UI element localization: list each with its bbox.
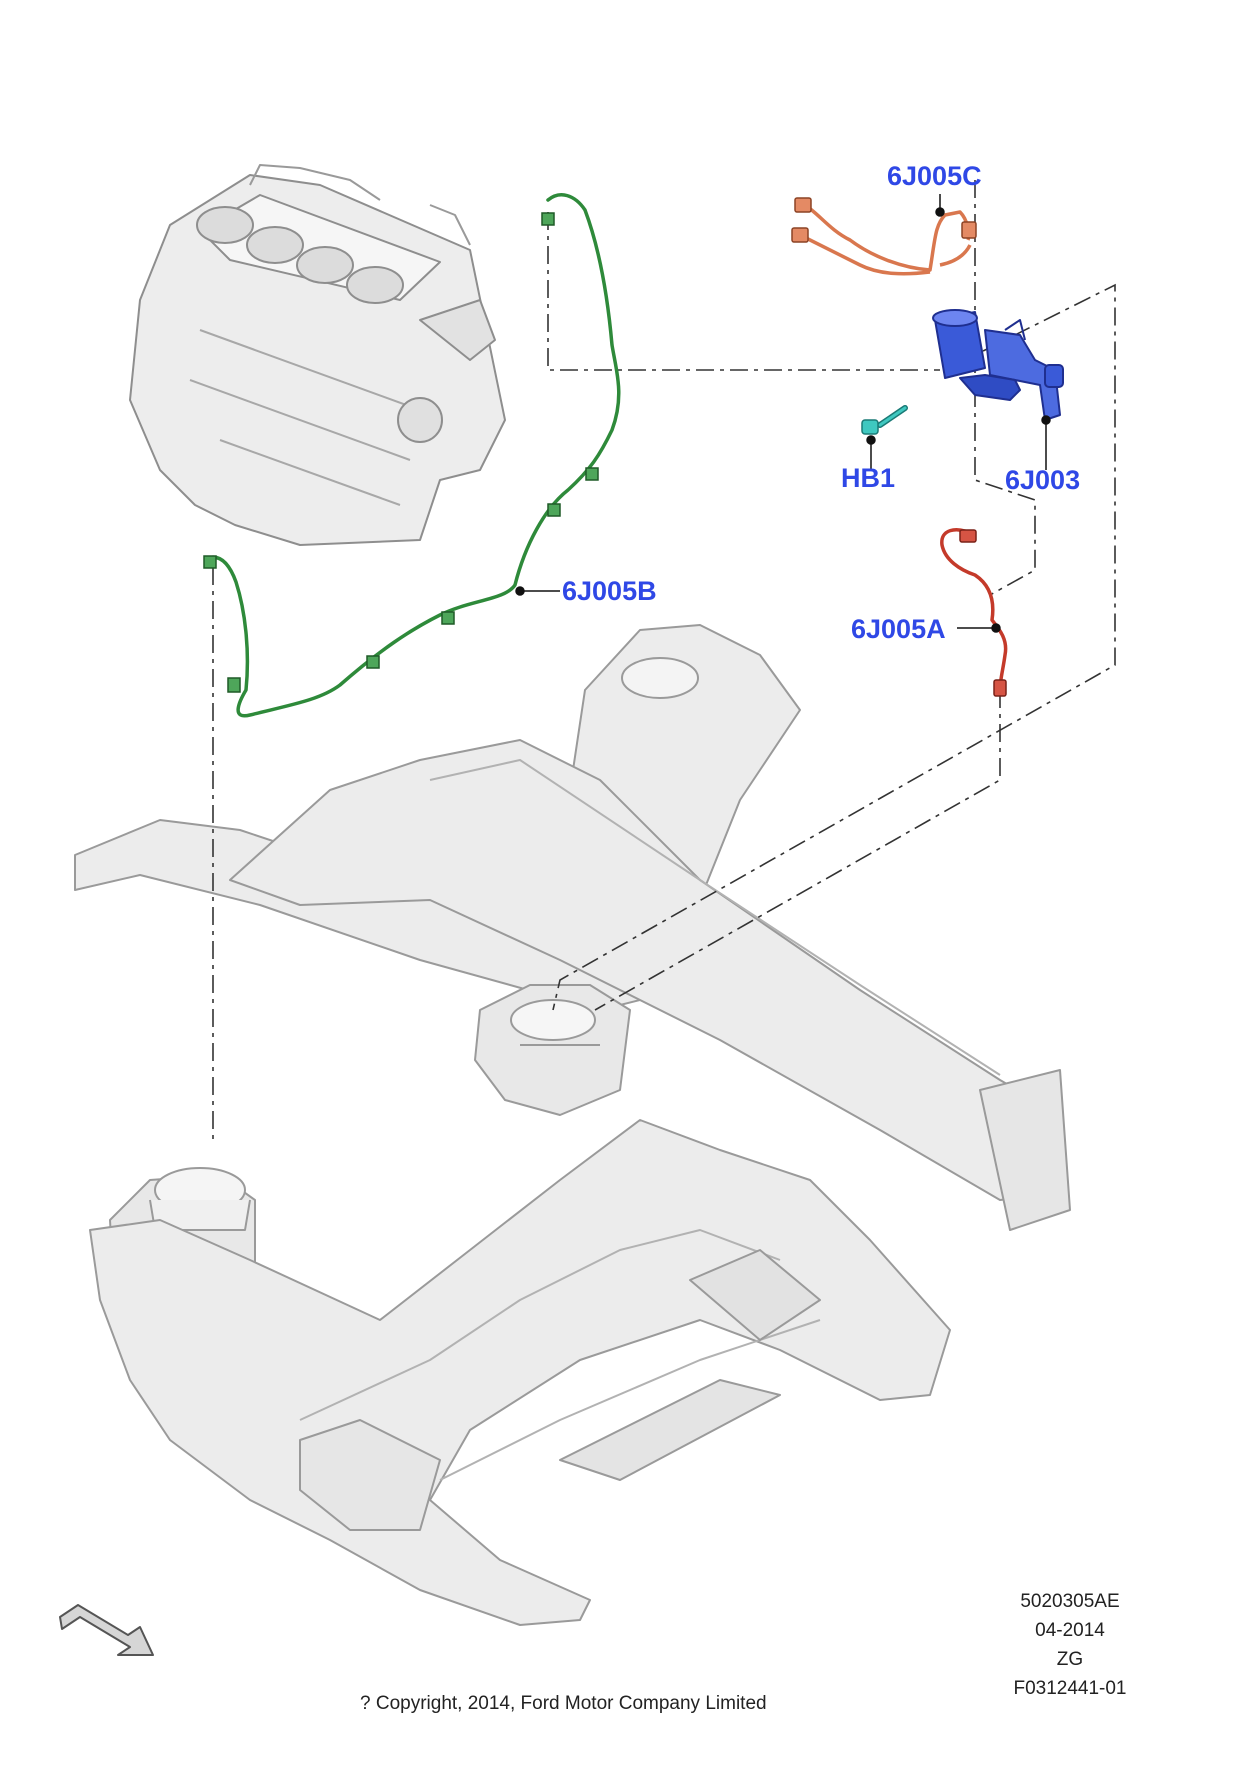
bolt-hb1	[861, 405, 908, 435]
engine-block	[129, 164, 506, 546]
harness-6j005c-connectors	[791, 197, 977, 243]
front-subframe-structure	[74, 624, 1071, 1626]
copyright-notice: ? Copyright, 2014, Ford Motor Company Li…	[360, 1693, 767, 1714]
drawing-number: 5020305AE	[1020, 1591, 1120, 1612]
callout-6j005b: 6J005B	[562, 576, 657, 606]
figure-id: F0312441-01	[1013, 1678, 1127, 1699]
assembly-center-lines	[212, 180, 1116, 1140]
drawing-date: 04-2014	[1035, 1620, 1105, 1641]
wiring-harness-6j005a	[940, 528, 1008, 691]
fuel-filter-6j003	[932, 309, 1064, 421]
callout-hb1: HB1	[841, 463, 896, 493]
callout-6j003: 6J003	[1005, 465, 1081, 495]
callout-leaders	[515, 194, 1051, 633]
harness-6j005a-connectors	[959, 529, 1007, 697]
callout-6j005a: 6J005A	[851, 614, 946, 644]
callout-6j005c: 6J005C	[887, 161, 982, 191]
drawing-code: ZG	[1056, 1649, 1084, 1670]
wiring-harness-6j005c	[799, 203, 972, 276]
wiring-harness-6j005b	[206, 193, 621, 718]
harness-6j005b-clips	[203, 212, 599, 693]
view-direction-arrow-icon	[59, 1604, 154, 1656]
